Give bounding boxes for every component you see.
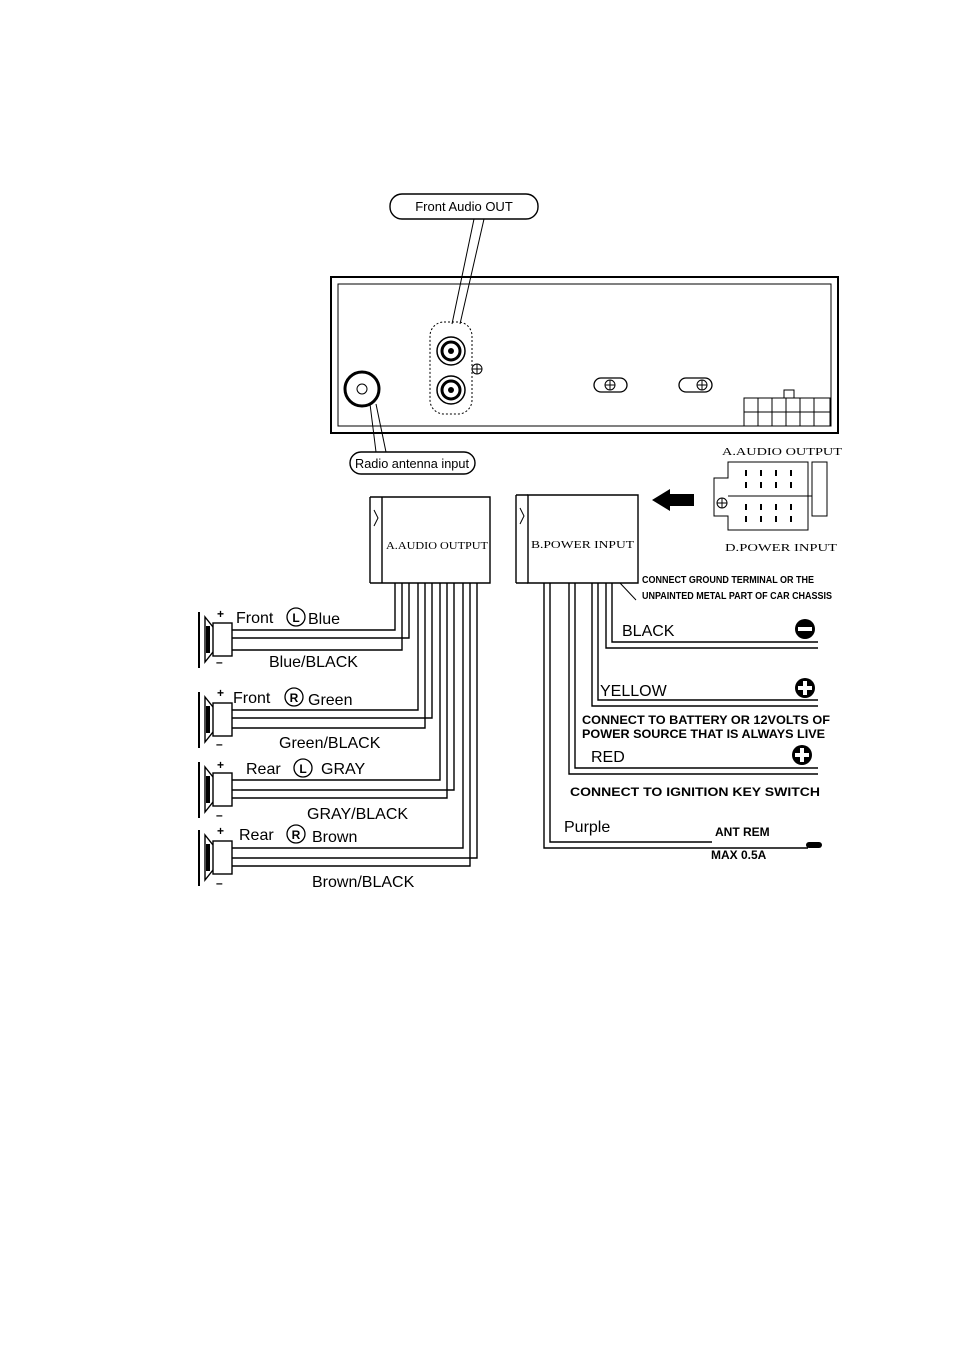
front-audio-out-callout: Front Audio OUT [389, 193, 539, 325]
red-wire-label: RED [591, 749, 625, 766]
ground-note-line2: UNPAINTED METAL PART OF CAR CHASSIS [642, 591, 832, 602]
rear-left-prefix: Rear [246, 761, 281, 778]
rear-right-side: R [292, 828, 301, 842]
battery-note-line2: POWER SOURCE THAT IS ALWAYS LIVE [582, 727, 825, 741]
front-left-minus: – [216, 655, 223, 669]
ground-note-line1: CONNECT GROUND TERMINAL OR THE [642, 575, 814, 586]
audio-wires [232, 583, 478, 867]
rear-left-color: GRAY [321, 761, 365, 778]
front-left-color: Blue [308, 611, 340, 628]
front-left-side: L [292, 611, 299, 625]
power-labels: CONNECT GROUND TERMINAL OR THE UNPAINTED… [564, 575, 832, 862]
front-left-neg-wire: Blue/BLACK [269, 654, 358, 671]
front-left-plus: + [217, 607, 224, 621]
screw-icon [471, 363, 483, 375]
rca-socket-upper [436, 336, 466, 366]
detail-screw-icon [716, 497, 728, 509]
antenna-socket [343, 370, 381, 408]
plus-terminal-icon [795, 678, 815, 698]
rear-right-minus: – [216, 876, 223, 890]
rear-right-prefix: Rear [239, 827, 274, 844]
speaker-polarity-marks: + – + – + – + – [216, 607, 224, 890]
front-right-prefix: Front [233, 690, 271, 707]
ignition-note: CONNECT TO IGNITION KEY SWITCH [570, 785, 820, 799]
front-right-minus: – [216, 737, 223, 751]
front-right-plus: + [217, 686, 224, 700]
power-wires [543, 582, 822, 849]
rear-right-color: Brown [312, 829, 357, 846]
plus-terminal-icon-red [792, 745, 812, 765]
speaker-front-left [198, 612, 233, 668]
head-unit-rear-panel [330, 276, 839, 434]
purple-wire-label: Purple [564, 819, 610, 836]
front-right-neg-wire: Green/BLACK [279, 735, 381, 752]
rear-right-neg-wire: Brown/BLACK [312, 874, 415, 891]
battery-note-line1: CONNECT TO BATTERY OR 12VOLTS OF [582, 713, 830, 727]
front-left-prefix: Front [236, 610, 274, 627]
front-audio-out-label: Front Audio OUT [415, 199, 513, 214]
b-power-input-label: B.POWER INPUT [531, 539, 634, 551]
ant-rem-plug [806, 842, 822, 848]
detail-pin-grid [745, 470, 792, 522]
radio-antenna-input-label: Radio antenna input [355, 456, 469, 471]
radio-antenna-callout: Radio antenna input [349, 403, 476, 475]
speaker-rear-left [198, 762, 233, 818]
power-input-connector: B.POWER INPUT [515, 494, 639, 584]
front-right-color: Green [308, 692, 352, 709]
yellow-wire-label: YELLOW [600, 683, 668, 700]
max-current-label: MAX 0.5A [711, 848, 767, 862]
rear-left-minus: – [216, 808, 223, 822]
arrow-left-icon [652, 489, 694, 511]
speaker-rear-right [198, 830, 233, 886]
mounting-hole-left [593, 377, 628, 393]
rear-left-side: L [299, 762, 306, 776]
a-audio-output-label: A.AUDIO OUTPUT [386, 540, 488, 552]
mounting-hole-right [678, 377, 713, 393]
rca-socket-lower [436, 375, 466, 405]
ant-rem-label: ANT REM [715, 825, 770, 839]
black-wire-label: BLACK [622, 623, 675, 640]
iso-connector-detail: A.AUDIO OUTPUT D.POWER INPUT [652, 446, 842, 554]
detail-d-power-input-label: D.POWER INPUT [725, 542, 837, 554]
rear-left-plus: + [217, 758, 224, 772]
rear-right-plus: + [217, 824, 224, 838]
audio-output-connector: A.AUDIO OUTPUT [369, 496, 491, 584]
speaker-front-right [198, 692, 233, 748]
detail-a-audio-output-label: A.AUDIO OUTPUT [722, 446, 842, 458]
speaker-labels: Front L Blue Blue/BLACK Front R Green Gr… [233, 607, 415, 891]
front-right-side: R [290, 691, 299, 705]
rear-left-neg-wire: GRAY/BLACK [307, 806, 408, 823]
iso-connector-socket [743, 389, 831, 427]
minus-terminal-icon [795, 619, 815, 639]
